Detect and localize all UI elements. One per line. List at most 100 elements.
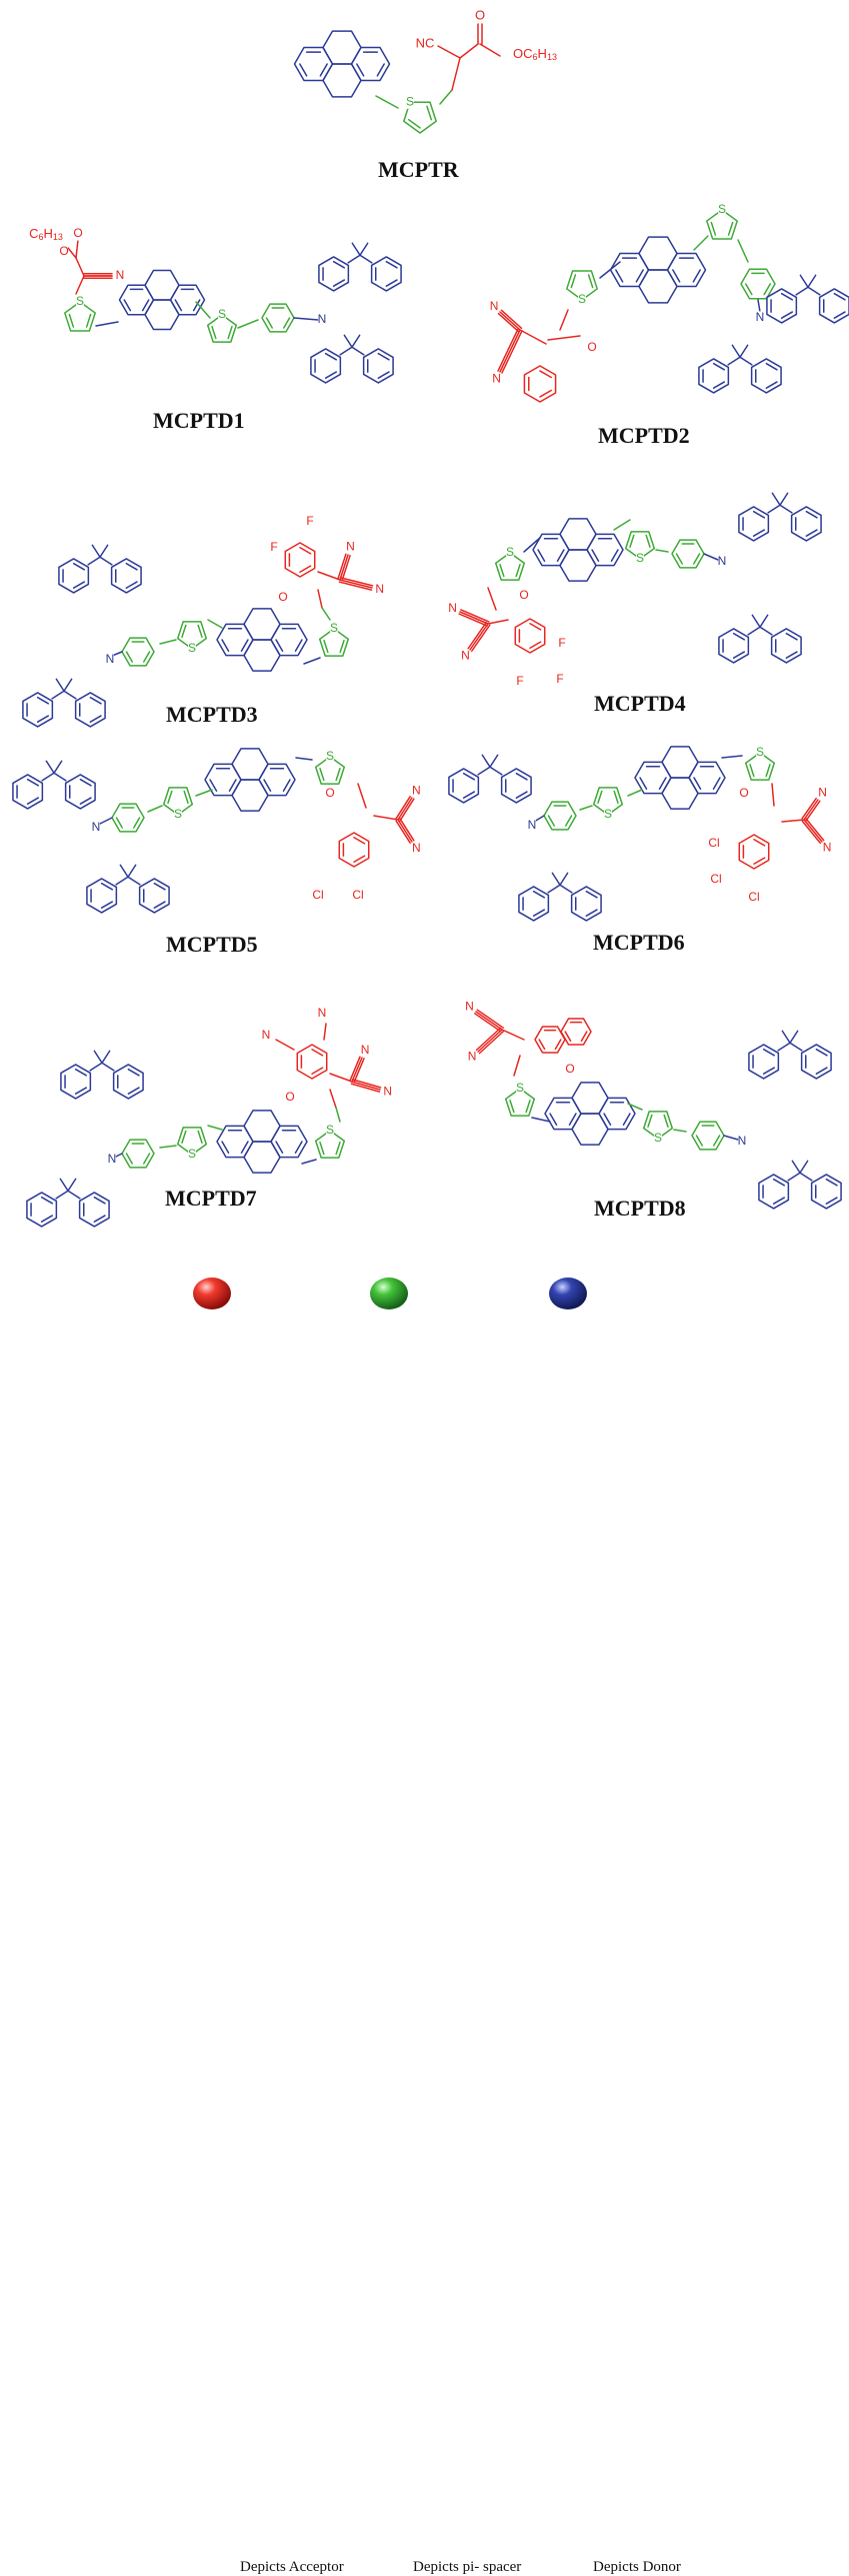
nitrile-bond bbox=[801, 820, 822, 845]
double-bond bbox=[645, 534, 651, 548]
atom-mask bbox=[556, 673, 564, 687]
atom-mask bbox=[718, 555, 726, 569]
double-bond bbox=[377, 352, 390, 361]
fluorene-ring bbox=[22, 692, 54, 728]
double-bond bbox=[693, 777, 702, 790]
double-bond bbox=[227, 326, 233, 340]
nitrile-bond bbox=[499, 311, 521, 331]
methyl bbox=[771, 492, 781, 506]
bond bbox=[739, 356, 753, 366]
fluorene-ring bbox=[12, 774, 44, 810]
double-bond bbox=[385, 279, 398, 287]
bond bbox=[323, 1023, 327, 1041]
bond bbox=[99, 556, 113, 566]
pyrene-ring bbox=[609, 252, 650, 288]
indanone-benzene bbox=[514, 618, 546, 654]
pyrene-ring bbox=[559, 549, 597, 582]
thiophene-ring bbox=[504, 1088, 536, 1117]
bond bbox=[747, 626, 761, 636]
double-bond bbox=[209, 779, 218, 792]
double-bond bbox=[765, 764, 771, 778]
double-bond bbox=[127, 1087, 140, 1095]
thiophene-ring bbox=[314, 1130, 346, 1159]
double-bond bbox=[713, 1135, 721, 1147]
double-bond bbox=[299, 547, 312, 555]
bond bbox=[373, 815, 399, 821]
amine-nitrogen: N bbox=[718, 554, 727, 568]
atom-mask bbox=[188, 1148, 196, 1162]
thiophene-ring bbox=[314, 756, 346, 785]
fluorene-ring bbox=[738, 506, 770, 542]
carbonyl-oxygen: O bbox=[73, 226, 82, 240]
nitrile-bond bbox=[351, 1081, 381, 1091]
double-bond bbox=[36, 696, 50, 705]
chlorine-atom: Cl bbox=[312, 888, 323, 902]
atom-mask bbox=[270, 541, 278, 555]
double-bond bbox=[265, 317, 273, 329]
thiophene-ring bbox=[64, 301, 96, 332]
atom-mask bbox=[108, 1153, 116, 1167]
double-bond bbox=[615, 269, 624, 283]
nitrogen-atom: N bbox=[412, 783, 421, 797]
double-bond bbox=[712, 381, 726, 389]
methyl bbox=[91, 544, 101, 558]
bond bbox=[317, 571, 341, 581]
molecule-label-mcptd5: MCPTD5 bbox=[166, 932, 258, 957]
atom-mask bbox=[756, 311, 764, 325]
amine-nitrogen: N bbox=[108, 1152, 117, 1166]
double-bond bbox=[825, 1197, 838, 1205]
methyl bbox=[53, 760, 63, 774]
fluorene-ring bbox=[448, 768, 480, 804]
bond bbox=[95, 321, 119, 327]
pyrene-ring bbox=[559, 518, 597, 551]
double-bond bbox=[785, 632, 798, 641]
atom-mask bbox=[528, 819, 536, 833]
double-bond bbox=[141, 299, 150, 312]
nitrile-group: N bbox=[262, 1028, 271, 1042]
double-bond bbox=[525, 1100, 531, 1114]
chlorine-atom: Cl bbox=[710, 872, 721, 886]
methyl bbox=[739, 344, 749, 358]
nitrile-bond bbox=[399, 818, 415, 842]
atom-mask bbox=[346, 540, 355, 554]
methyl bbox=[63, 678, 73, 692]
sulfur-atom: S bbox=[516, 1081, 524, 1095]
double-bond bbox=[93, 1215, 106, 1223]
nitrile-bond bbox=[803, 799, 819, 821]
naphtho-ring bbox=[534, 1026, 566, 1054]
hexyl-group: C6H13 bbox=[29, 226, 63, 242]
bond bbox=[737, 239, 749, 263]
double-bond bbox=[332, 260, 346, 269]
fluorene-ring bbox=[310, 348, 342, 384]
double-bond bbox=[663, 1114, 669, 1128]
sulfur-atom: S bbox=[174, 807, 182, 821]
double-bond bbox=[565, 815, 573, 827]
nitrile-bond bbox=[476, 1009, 505, 1029]
pyrene-ring bbox=[118, 284, 155, 316]
molecule-label-mcptd7: MCPTD7 bbox=[165, 1186, 257, 1211]
methyl bbox=[551, 872, 561, 886]
double-bond bbox=[143, 1153, 151, 1165]
nitrile-bond bbox=[500, 309, 523, 330]
molecule-label-mcptd3: MCPTD3 bbox=[166, 702, 258, 727]
bond bbox=[51, 690, 65, 700]
carbonyl-oxygen: O bbox=[285, 1090, 294, 1104]
pyrene-ring bbox=[350, 46, 391, 82]
fluorine-atom: F bbox=[306, 514, 313, 528]
methyl bbox=[559, 872, 569, 886]
double-bond bbox=[197, 1130, 203, 1144]
double-bond bbox=[554, 1039, 562, 1051]
nitrile-bond bbox=[458, 613, 488, 627]
bond bbox=[303, 657, 321, 665]
double-bond bbox=[174, 299, 183, 312]
bond bbox=[613, 519, 631, 531]
double-bond bbox=[529, 641, 542, 649]
methyl bbox=[101, 1050, 111, 1064]
ester-oxygen: O bbox=[59, 244, 68, 258]
atom-mask bbox=[448, 602, 457, 616]
double-bond bbox=[100, 901, 114, 909]
nitrile-bond bbox=[801, 797, 817, 820]
methyl bbox=[731, 344, 741, 358]
double-bond bbox=[100, 882, 114, 891]
